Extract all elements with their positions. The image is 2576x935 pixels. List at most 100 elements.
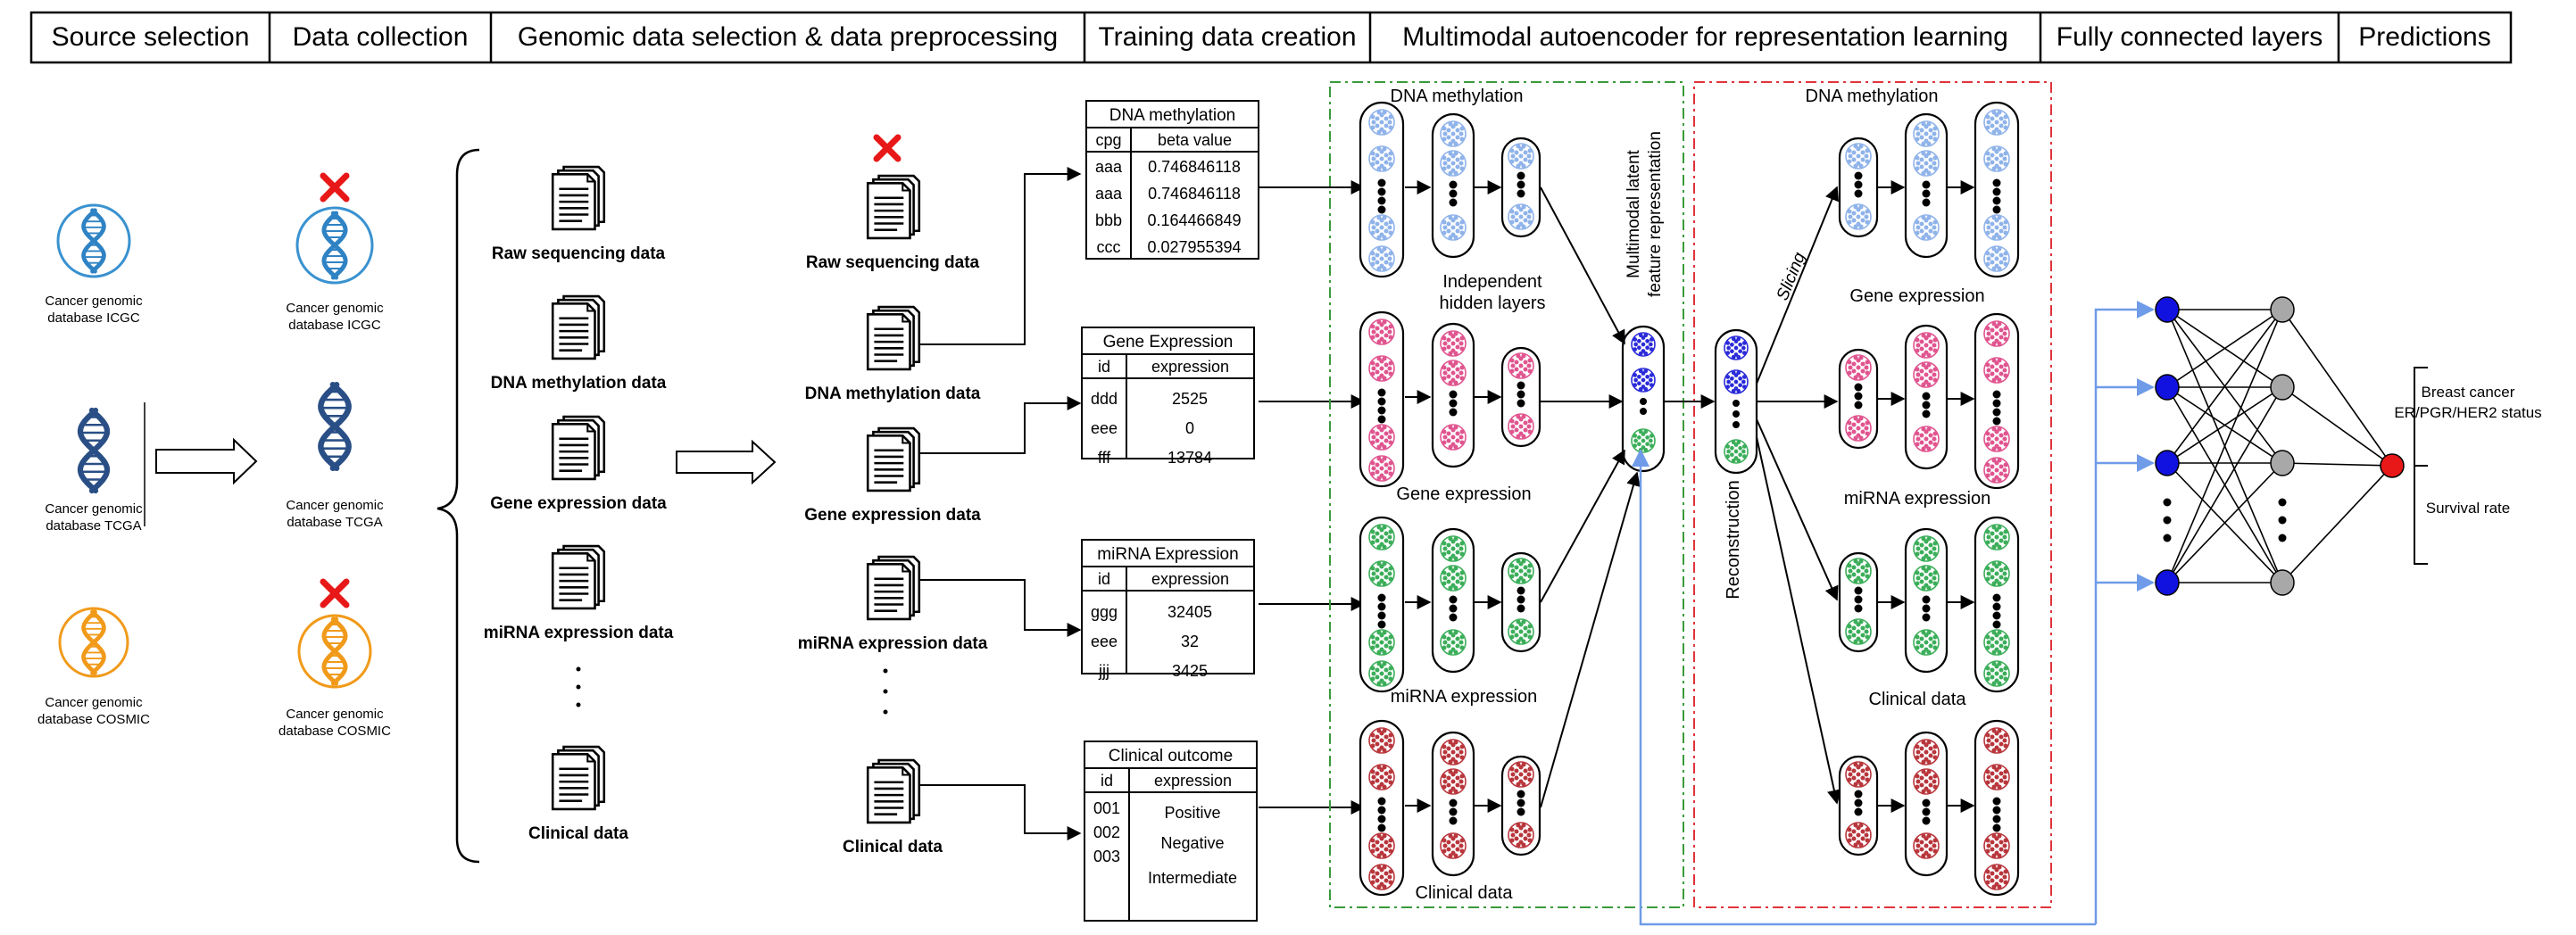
encoder-box	[1329, 81, 1684, 908]
ellipsis-dot	[1640, 398, 1647, 405]
hidden-neuron	[2270, 296, 2295, 323]
decoder-layer-2	[1904, 731, 1949, 877]
ellipsis-dot	[1449, 198, 1458, 207]
neuron-node	[1845, 354, 1872, 381]
encoder-title: DNA methylation	[1391, 87, 1524, 106]
table-col1-header: cpg	[1095, 131, 1121, 149]
selected-doc-label: DNA methylation data	[805, 385, 981, 403]
ellipsis-dot	[1377, 187, 1386, 196]
encoder-layer-1	[1359, 719, 1405, 897]
neuron-node	[1983, 245, 2010, 272]
prediction-label-2: ER/PGR/HER2 status	[2394, 404, 2541, 421]
neuron-node	[1913, 565, 1940, 592]
ellipsis-dot	[1922, 198, 1931, 207]
ellipsis-dot	[2278, 516, 2287, 525]
ellipsis-dot	[1992, 205, 2001, 214]
latent-label-2: feature representation	[1646, 131, 1665, 297]
fc-edge	[2166, 309, 2283, 464]
left-flow-connectors	[144, 148, 777, 864]
ellipsis-dot	[1922, 798, 1931, 807]
encoder-layer-1	[1359, 310, 1405, 488]
neuron-node	[1983, 214, 2010, 241]
neuron-node	[1368, 245, 1395, 272]
reconstruction-layer	[1714, 328, 1758, 475]
decoder-label-gene: Gene expression	[1849, 286, 1984, 306]
encoder-layer-1	[1359, 516, 1405, 693]
ellipsis-dot	[1854, 798, 1863, 807]
table-cell: 0.746846118	[1148, 158, 1241, 176]
source-label-line1: Cancer genomic	[45, 294, 143, 309]
table-cell: eee	[1091, 419, 1118, 437]
neuron-node	[1368, 109, 1395, 136]
document-icon	[551, 544, 606, 610]
neuron-node	[1631, 368, 1656, 393]
neuron-node	[1368, 832, 1395, 859]
preprocessing-doc-label: Gene expression data	[490, 494, 667, 513]
table-cell: 3425	[1172, 662, 1208, 680]
source-label-line2: database TCGA	[46, 518, 141, 534]
ellipsis-dot	[1992, 611, 2001, 620]
excluded-x-icon	[320, 578, 350, 608]
decoder-box	[1693, 81, 2052, 908]
ellipsis-dot	[1733, 421, 1740, 428]
ellipsis-dot	[2278, 498, 2287, 507]
ellipsis-dot	[1640, 408, 1647, 415]
collection-label-line1: Cancer genomic	[286, 498, 384, 513]
neuron-node	[1440, 768, 1467, 795]
ellipsis-dot	[1377, 205, 1386, 214]
ellipsis-dot	[1854, 790, 1863, 798]
neuron-node	[1913, 361, 1940, 388]
hidden-neuron	[2270, 569, 2295, 596]
ellipsis-dot	[2278, 534, 2287, 542]
decoder-layer-3	[1974, 312, 2020, 490]
ellipsis-dot	[1517, 807, 1525, 816]
selected-doc-label: miRNA expression data	[798, 634, 988, 653]
neuron-node	[1631, 428, 1656, 453]
ellipsis-dot	[1517, 595, 1525, 604]
table-cell: fff	[1098, 449, 1111, 467]
table-col2-header: expression	[1151, 570, 1229, 588]
neuron-node	[1368, 727, 1395, 754]
ellipsis-dot	[1449, 807, 1458, 816]
fc-edge	[2166, 309, 2283, 388]
ellipsis-dot	[1922, 604, 1931, 613]
table-cell: 0.746846118	[1148, 185, 1241, 203]
ellipsis-dot	[1377, 823, 1386, 832]
neuron-node	[1508, 203, 1534, 230]
ellipsis-dot	[1922, 410, 1931, 418]
table-cell: 001	[1093, 799, 1120, 817]
ellipsis-dot	[1377, 797, 1386, 806]
collection-dna-icon	[321, 211, 348, 280]
collection-ring	[297, 614, 372, 689]
latent-label-1: Multimodal latent	[1625, 149, 1643, 277]
table-cell: 32405	[1168, 603, 1212, 621]
decoder-layer-2	[1904, 527, 1949, 674]
ellipsis-dot	[1517, 390, 1525, 399]
prediction-brackets	[2414, 367, 2428, 565]
ellipsis-dot	[1992, 408, 2001, 417]
document-icon	[866, 555, 921, 621]
hidden-neuron	[2270, 374, 2295, 401]
table-cell: 2525	[1172, 390, 1208, 408]
collection-label-line2: database ICGC	[288, 318, 381, 333]
ellipsis-dot	[1449, 408, 1458, 417]
ellipsis-dot	[1377, 406, 1386, 415]
ellipsis-dot	[1854, 171, 1863, 180]
header-stage-2: Genomic data selection & data preprocess…	[518, 22, 1058, 52]
neuron-node	[1983, 457, 2010, 484]
converge-arrow	[1540, 449, 1625, 603]
ellipsis-dot	[576, 666, 581, 672]
neuron-node	[1913, 426, 1940, 452]
neuron-node	[1440, 214, 1467, 241]
neuron-node	[1983, 727, 2010, 754]
neuron-node	[1631, 332, 1656, 357]
neuron-node	[1983, 426, 2010, 452]
decoder-layers	[1714, 101, 2020, 897]
neuron-node	[1440, 739, 1467, 765]
fc-edge	[2281, 309, 2393, 467]
neuron-node	[1440, 360, 1467, 386]
document-icon	[866, 426, 921, 492]
neuron-node	[1508, 761, 1534, 788]
neuron-node	[1368, 524, 1395, 550]
